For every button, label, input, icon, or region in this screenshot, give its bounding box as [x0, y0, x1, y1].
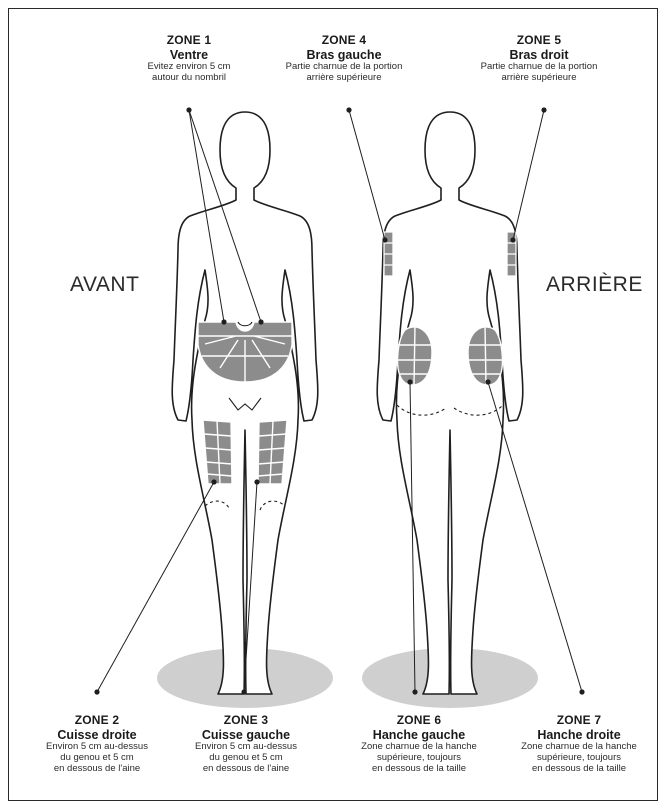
zone4-desc: Partie charnue de la portion arrière sup… [259, 62, 429, 84]
zone6-desc-line: en dessous de la taille [344, 764, 494, 775]
zone7-label: ZONE 7 Hanche droite Zone charnue de la … [504, 714, 654, 775]
zone6-label: ZONE 6 Hanche gauche Zone charnue de la … [344, 714, 494, 775]
zone5-label: ZONE 5 Bras droit Partie charnue de la p… [454, 34, 624, 84]
zone3-title: ZONE 3 [176, 714, 316, 728]
zone6-name: Hanche gauche [344, 728, 494, 742]
zone3-name: Cuisse gauche [176, 728, 316, 742]
zone2-title: ZONE 2 [27, 714, 167, 728]
front-body [172, 112, 318, 694]
zone5-desc-line: arrière supérieure [454, 73, 624, 84]
zone2-desc: Environ 5 cm au-dessus du genou et 5 cm … [27, 742, 167, 775]
zone3-desc: Environ 5 cm au-dessus du genou et 5 cm … [176, 742, 316, 775]
back-view-label: ARRIÈRE [546, 273, 643, 297]
zone2-desc-line: en dessous de l'aine [27, 764, 167, 775]
zone1-label: ZONE 1 Ventre Evitez environ 5 cm autour… [109, 34, 269, 84]
zone3-desc-line: en dessous de l'aine [176, 764, 316, 775]
zone7-title: ZONE 7 [504, 714, 654, 728]
zone5-title: ZONE 5 [454, 34, 624, 48]
zone7-desc-line: en dessous de la taille [504, 764, 654, 775]
zone4-label: ZONE 4 Bras gauche Partie charnue de la … [259, 34, 429, 84]
zone1-desc: Evitez environ 5 cm autour du nombril [109, 62, 269, 84]
zone1-name: Ventre [109, 48, 269, 62]
zone1-desc-line: autour du nombril [109, 73, 269, 84]
zone4-desc-line: arrière supérieure [259, 73, 429, 84]
zone7-desc: Zone charnue de la hanche supérieure, to… [504, 742, 654, 775]
zone5-desc: Partie charnue de la portion arrière sup… [454, 62, 624, 84]
zone5-name: Bras droit [454, 48, 624, 62]
zone7-name: Hanche droite [504, 728, 654, 742]
back-body [377, 112, 523, 694]
zone4-title: ZONE 4 [259, 34, 429, 48]
zone1-title: ZONE 1 [109, 34, 269, 48]
zone2-name: Cuisse droite [27, 728, 167, 742]
front-view-label: AVANT [70, 273, 139, 297]
zone3-label: ZONE 3 Cuisse gauche Environ 5 cm au-des… [176, 714, 316, 775]
zone6-title: ZONE 6 [344, 714, 494, 728]
zone2-label: ZONE 2 Cuisse droite Environ 5 cm au-des… [27, 714, 167, 775]
zone4-name: Bras gauche [259, 48, 429, 62]
zone6-desc: Zone charnue de la hanche supérieure, to… [344, 742, 494, 775]
